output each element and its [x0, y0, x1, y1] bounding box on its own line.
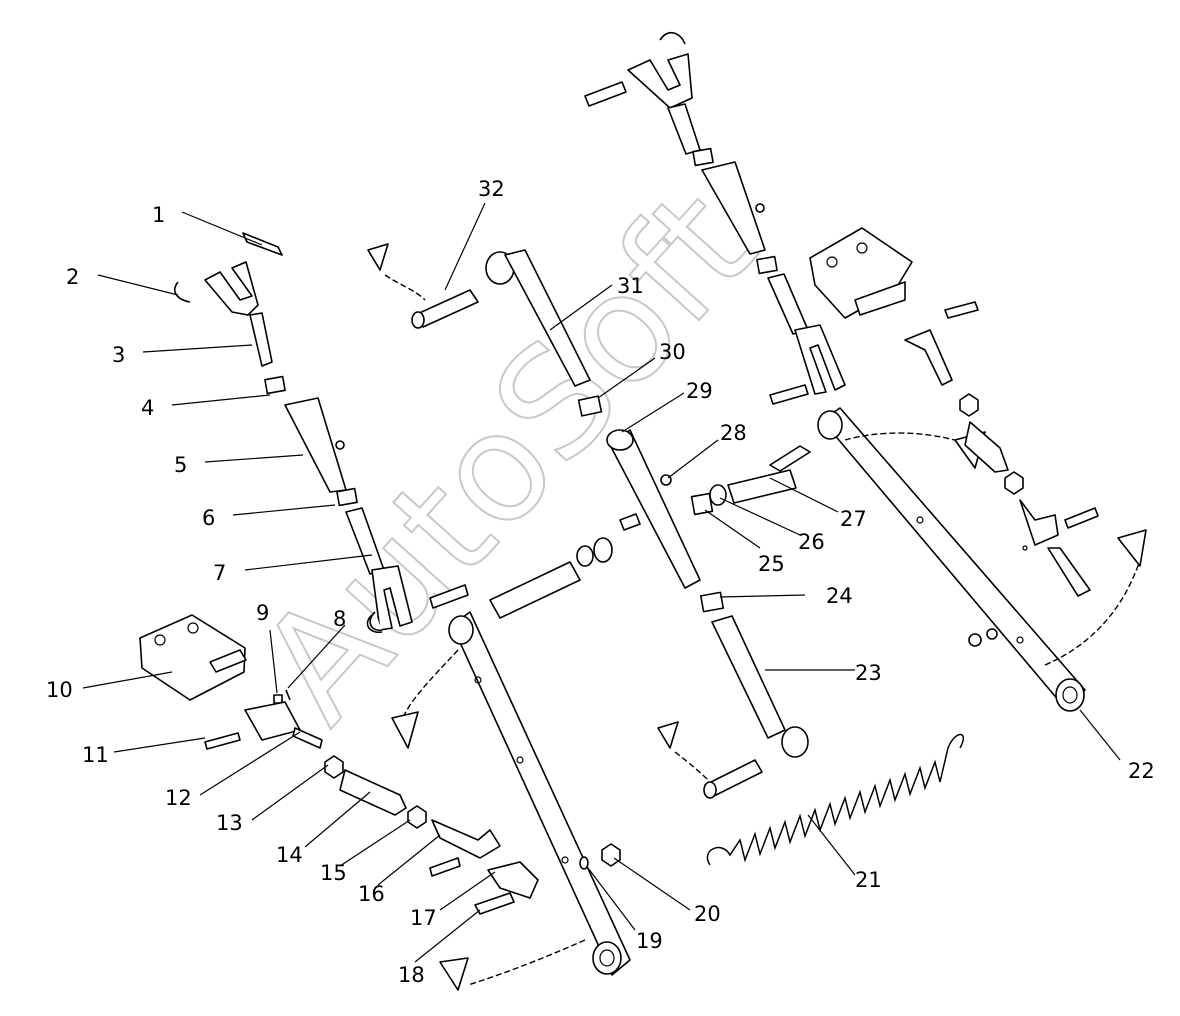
- pin-32-assembly: [367, 243, 479, 329]
- right-lift-rod: [584, 32, 846, 395]
- callout-12: 12: [165, 786, 192, 810]
- callout-15: 15: [320, 861, 347, 885]
- callout-31: 31: [617, 274, 644, 298]
- callout-20: 20: [694, 902, 721, 926]
- callout-19: 19: [636, 929, 663, 953]
- callout-17: 17: [410, 906, 437, 930]
- spring: [706, 733, 965, 866]
- center-rod: [577, 395, 809, 758]
- left-bracket-assembly: [139, 611, 621, 915]
- callout-3: 3: [112, 343, 125, 367]
- callout-numbers: 1 2 3 4 5 6 7 8 9 10 11 12 13 14 15 16 1…: [46, 177, 1155, 987]
- callout-27: 27: [840, 507, 867, 531]
- callout-9: 9: [256, 601, 269, 625]
- callout-29: 29: [686, 379, 713, 403]
- left-chain-handle: [391, 711, 419, 749]
- callout-7: 7: [213, 561, 226, 585]
- left-lower-chain: [401, 649, 459, 721]
- cross-shaft: [429, 384, 811, 619]
- callout-11: 11: [82, 743, 109, 767]
- callout-23: 23: [855, 661, 882, 685]
- right-lower-chain: [1044, 559, 1141, 666]
- callout-21: 21: [855, 868, 882, 892]
- callout-24: 24: [826, 584, 853, 608]
- callout-30: 30: [659, 340, 686, 364]
- callout-22: 22: [1128, 759, 1155, 783]
- leader-lines: [82, 202, 1121, 963]
- callout-25: 25: [758, 552, 785, 576]
- callout-1: 1: [152, 203, 165, 227]
- callout-26: 26: [798, 530, 825, 554]
- callout-32: 32: [478, 177, 505, 201]
- right-lift-arm: [817, 407, 1086, 712]
- callout-28: 28: [720, 421, 747, 445]
- callout-5: 5: [174, 453, 187, 477]
- callout-14: 14: [276, 843, 303, 867]
- callout-6: 6: [202, 506, 215, 530]
- pin-23-assembly: [657, 721, 763, 799]
- callout-10: 10: [46, 678, 73, 702]
- right-bracket-assembly: [809, 227, 1099, 647]
- callout-13: 13: [216, 811, 243, 835]
- callout-16: 16: [358, 882, 385, 906]
- bottom-chain-handle: [439, 957, 469, 991]
- right-chain-handle-lower: [1117, 529, 1147, 567]
- callout-4: 4: [141, 396, 154, 420]
- callout-8: 8: [333, 607, 346, 631]
- bottom-chain: [467, 939, 586, 986]
- top-link-rod: [485, 249, 591, 387]
- left-lift-arm: [448, 611, 631, 976]
- callout-18: 18: [398, 963, 425, 987]
- callout-2: 2: [66, 265, 79, 289]
